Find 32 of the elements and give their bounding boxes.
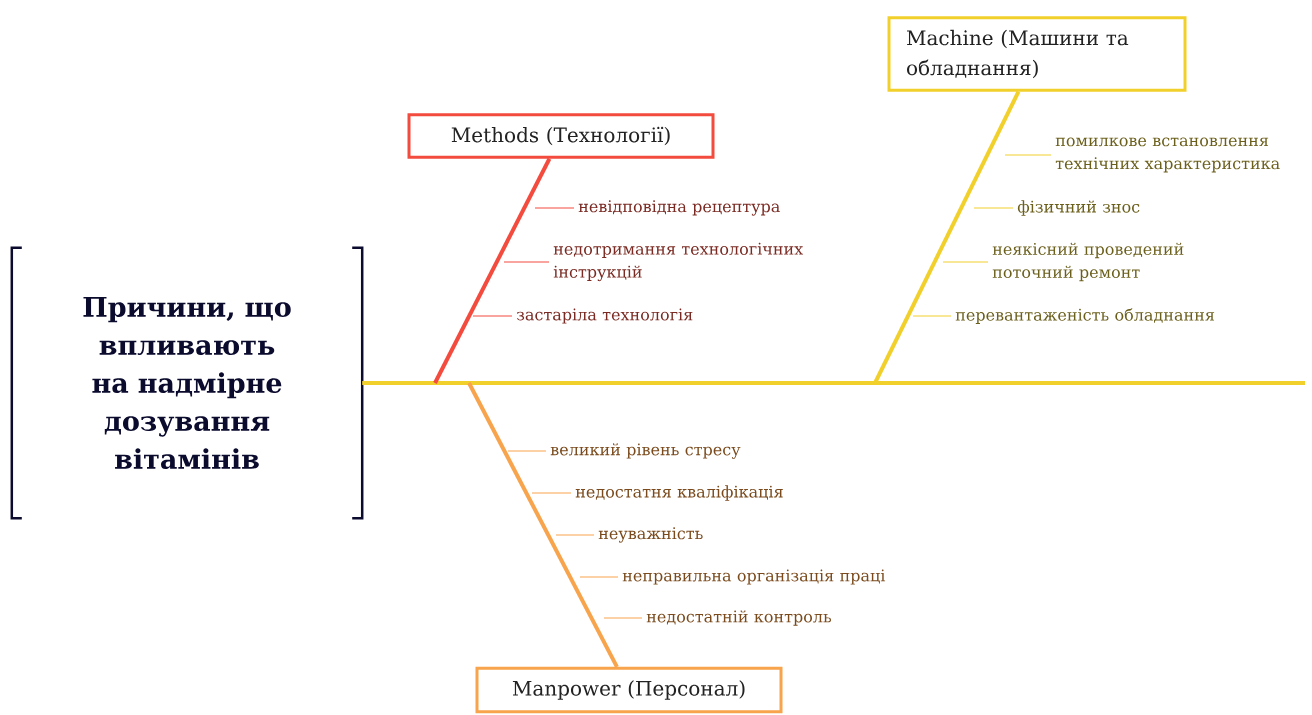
rib-line [973,207,1014,209]
bone-line [433,157,552,384]
bone-line [873,90,1021,384]
rib-line [603,617,643,619]
cause-text: застаріла технологія [516,308,693,324]
cause-text: великий рівень стресу [550,443,741,459]
rib-line [1004,154,1052,156]
rib-line [531,492,572,494]
category-box: Methods (Технології) [407,113,715,159]
cause-text: помилкове встановлення технічних характеристика [1055,137,1280,173]
rib-line [472,315,513,317]
cause-text: недотримання технологічних інструкцій [553,242,804,282]
cause-text: неуважність [598,527,703,543]
rib-line [503,261,550,263]
rib-line [942,261,989,263]
cause-text: недостатня кваліфікація [575,485,783,501]
cause-text: перевантаженість обладнання [955,308,1215,324]
rib-line [579,576,619,578]
cause-text: неправильна організація праці [622,569,886,585]
bone-line [467,382,619,668]
category-box: Machine (Машини та обладнання) [887,16,1187,92]
category-box: Manpower (Персонал) [475,666,783,714]
cause-text: фізичний знос [1017,200,1140,216]
spine-line [362,381,1305,385]
cause-text: неякісний проведений поточний ремонт [992,242,1184,282]
cause-text: невідповідна рецептура [578,200,780,216]
rib-line [534,207,575,209]
cause-text: недостатній контроль [646,610,832,626]
bracketed-title: Причини, що впливають на надмірне дозування вітамінів [10,246,364,520]
rib-line [507,450,547,452]
rib-line [912,315,952,317]
rib-line [555,534,595,536]
